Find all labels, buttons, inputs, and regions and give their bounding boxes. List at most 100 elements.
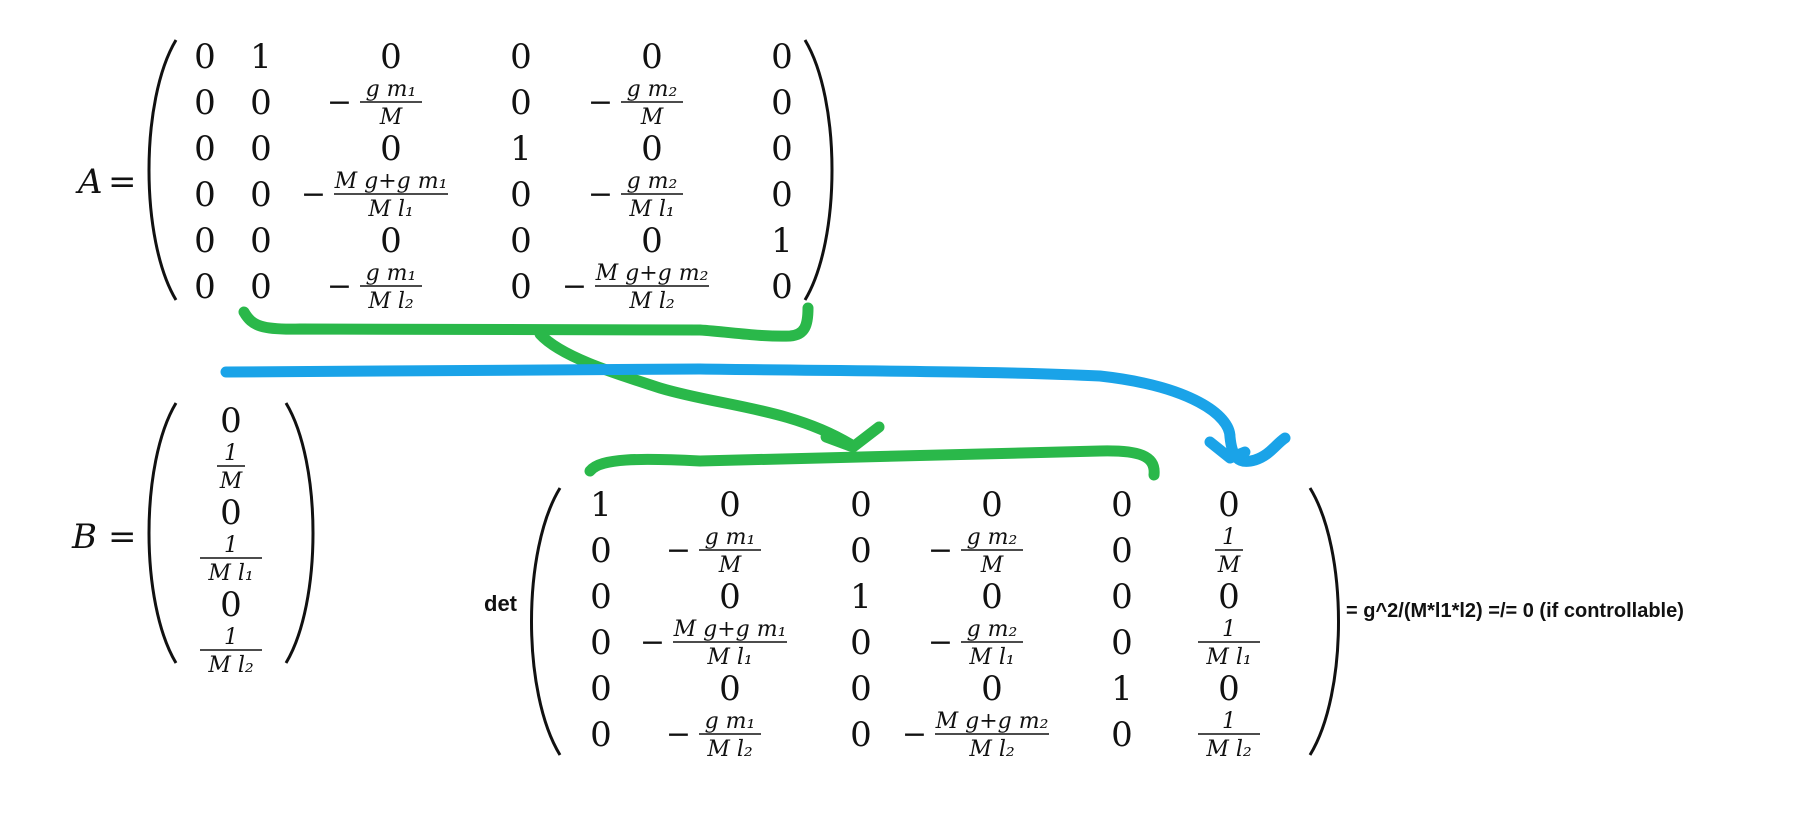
matrix-a-cell-r2c2: 0 [380,129,402,169]
matrix-a-cell-r2c5: 0 [771,129,793,169]
matrix-a-cell-r4c2: 0 [380,221,402,261]
matrix-b-cell-r2c0: 0 [220,493,242,533]
matrix-b-cell-r3c0-denominator: M l₁ [207,561,253,586]
matrix-b-cell-r0c0: 0 [220,401,242,441]
green-arrowhead-stroke [820,421,885,453]
matrix-a-equals: = [108,162,137,202]
det-cell-r5c3-numerator: M g+g m₂ [935,709,1049,734]
matrix-a-cell-r5c1: 0 [250,267,272,307]
det-cell-r5c3-minus: − [902,717,927,752]
blue-arrow-stroke [220,363,1291,467]
matrix-a-cell-r2c1: 0 [250,129,272,169]
det-cell-r1c5-denominator: M [1217,553,1241,578]
matrix-a-cell-r4c4: 0 [641,221,663,261]
det-cell-r1c1-numerator: g m₁ [705,525,756,550]
det-cell-r1c2: 0 [850,531,872,571]
matrix-a-cell-r1c4-numerator: g m₂ [627,77,678,102]
matrix-b-cell-r3c0-numerator: 1 [224,533,238,558]
det-cell-r3c1-denominator: M l₁ [706,645,752,670]
det-cell-r5c1-denominator: M l₂ [706,737,752,762]
matrix-a-cell-r5c4-denominator: M l₂ [628,289,674,314]
det-cell-r4c0: 0 [590,669,612,709]
det-cell-r5c1-minus: − [666,717,691,752]
matrix-a-cell-r5c2-denominator: M l₂ [367,289,413,314]
matrix-a-cell-r5c3: 0 [510,267,532,307]
matrix-a-cell-r4c5: 1 [771,221,793,261]
det-cell-r4c5: 0 [1218,669,1240,709]
det-cell-r3c4: 0 [1111,623,1133,663]
matrix-a-cell-r3c1: 0 [250,175,272,215]
matrix-a-cell-r0c1: 1 [250,37,272,77]
matrix-a-cell-r1c3: 0 [510,83,532,123]
matrix-a-cell-r0c3: 0 [510,37,532,77]
det-cell-r0c2: 0 [850,485,872,525]
matrix-a-cell-r3c4-minus: − [588,177,613,212]
det-cell-r3c3-denominator: M l₁ [968,645,1014,670]
annotations [220,302,1291,481]
matrix-a-cell-r3c0: 0 [194,175,216,215]
det-cell-r0c4: 0 [1111,485,1133,525]
det-cell-r1c1-minus: − [666,533,691,568]
det-cell-r1c4: 0 [1111,531,1133,571]
det-left-paren [530,487,562,756]
det-cell-r3c2: 0 [850,623,872,663]
matrix-a-cell-r2c0: 0 [194,129,216,169]
det-cell-r5c5-numerator: 1 [1222,709,1236,734]
matrix-a-left-paren [147,39,178,301]
matrix-b-cell-r1c0-numerator: 1 [224,441,238,466]
matrix-a-cell-r3c4-denominator: M l₁ [628,197,674,222]
matrix-a-cell-r0c4: 0 [641,37,663,77]
matrix-a-cell-r5c2-numerator: g m₁ [366,261,417,286]
matrix-b-right-paren [284,402,315,664]
matrix-a-cell-r3c5: 0 [771,175,793,215]
matrix-a-cell-r5c0: 0 [194,267,216,307]
matrix-a-cell-r4c0: 0 [194,221,216,261]
matrix-a-cell-r2c4: 0 [641,129,663,169]
det-cell-r3c5-numerator: 1 [1222,617,1236,642]
matrix-a-cell-r1c2-minus: − [327,85,352,120]
green-underline-stroke [238,302,814,342]
det-cell-r4c2: 0 [850,669,872,709]
det-cell-r1c3-minus: − [928,533,953,568]
matrix-b-cell-r5c0-denominator: M l₂ [207,653,253,678]
det-cell-r5c5-denominator: M l₂ [1205,737,1251,762]
matrix-a-cell-r5c5: 0 [771,267,793,307]
matrix-a-cell-r5c2-minus: − [327,269,352,304]
det-cell-r3c3-numerator: g m₂ [967,617,1018,642]
matrix-a-cell-r2c3: 1 [510,129,532,169]
det-cell-r2c3: 0 [981,577,1003,617]
matrix-a-cell-r5c4-numerator: M g+g m₂ [595,261,709,286]
det-cell-r5c4: 0 [1111,715,1133,755]
det-cell-r3c0: 0 [590,623,612,663]
det-cell-r0c3: 0 [981,485,1003,525]
green-arrow-stroke [534,328,856,450]
det-cell-r2c1: 0 [719,577,741,617]
blue-arrowhead-stroke [1204,436,1251,464]
matrix-a-label: A [75,162,103,202]
det-cell-r2c0: 0 [590,577,612,617]
matrix-b-cell-r4c0: 0 [220,585,242,625]
matrix-a-cell-r0c2: 0 [380,37,402,77]
matrix-a-cell-r3c2-denominator: M l₁ [367,197,413,222]
matrix-a-cell-r1c0: 0 [194,83,216,123]
det-cell-r3c5-denominator: M l₁ [1205,645,1251,670]
matrix-a-cell-r3c3: 0 [510,175,532,215]
det-cell-r5c1-numerator: g m₁ [705,709,756,734]
matrix-b-label: B [71,517,97,557]
matrix-a-cell-r1c5: 0 [771,83,793,123]
matrix-a-cell-r3c2-numerator: M g+g m₁ [334,169,448,194]
matrix-b-cell-r5c0-numerator: 1 [224,625,238,650]
green-overline-stroke [584,445,1160,481]
det-cell-r3c1-minus: − [640,625,665,660]
matrix-b-left-paren [147,402,178,664]
matrix-a-cell-r0c5: 0 [771,37,793,77]
matrix-a-cell-r4c3: 0 [510,221,532,261]
matrix-a-cell-r1c4-minus: − [588,85,613,120]
det-cell-r4c3: 0 [981,669,1003,709]
det-cell-r0c0: 1 [590,485,612,525]
